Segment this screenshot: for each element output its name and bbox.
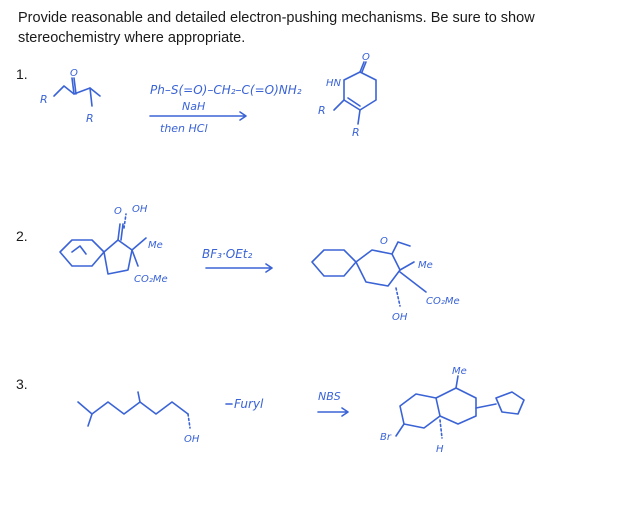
reagent-1-line-2: NaH: [182, 100, 205, 113]
problem-2-reagent: BF₃·OEt₂: [202, 247, 273, 273]
sm2-methyl: Me: [148, 240, 163, 251]
product-2-oxygen-1: O: [380, 236, 388, 247]
instructions-text: Provide reasonable and detailed electron…: [18, 10, 535, 46]
product-3-methyl: Me: [452, 366, 467, 377]
problem-3-number: 3.: [16, 376, 28, 392]
reagent-3-nbs: NBS: [318, 390, 341, 403]
problem-3-product: Me Br H: [380, 366, 525, 455]
problem-3-starting-material: OH: [77, 391, 200, 445]
problem-2-starting-material: O OH Me CO₂Me: [59, 204, 168, 285]
product-1-r-group-2: R: [352, 126, 360, 139]
product-3-bromine: Br: [380, 432, 392, 443]
reaction-arrow-3: [317, 407, 349, 417]
product-1-r-group-1: R: [318, 104, 326, 117]
reaction-arrow-1: [149, 111, 247, 121]
problem-1-product: O HN R R: [318, 52, 377, 139]
product-2-hydroxyl: OH: [392, 312, 408, 323]
reagent-1-line-1: Ph–S(=O)–CH₂–C(=O)NH₂: [150, 83, 302, 97]
problem-3-reagents: Furyl NBS: [225, 390, 349, 417]
problem-1-number: 1.: [16, 66, 28, 82]
reagent-1-line-3: then HCl: [160, 122, 208, 135]
sm1-r-group-2: R: [86, 112, 94, 125]
product-3-hydrogen: H: [436, 444, 444, 455]
sm1-r-group-1: R: [40, 93, 48, 106]
sm3-hydroxyl: OH: [184, 434, 200, 445]
reaction-arrow-2: [205, 263, 273, 273]
product-1-nh: HN: [326, 78, 342, 89]
reagent-2: BF₃·OEt₂: [202, 247, 252, 261]
product-1-oxygen: O: [362, 52, 370, 63]
sm1-oxygen: O: [70, 68, 78, 79]
sm2-oxygen: O: [114, 206, 122, 217]
sm2-hydroxyl: OH: [132, 204, 148, 215]
problem-1-starting-material: O R R: [40, 68, 101, 125]
problem-2-number: 2.: [16, 228, 28, 244]
sm2-ester: CO₂Me: [134, 274, 168, 285]
reagent-3-furyl: Furyl: [234, 397, 264, 411]
problem-1-reagent: Ph–S(=O)–CH₂–C(=O)NH₂ NaH then HCl: [149, 83, 302, 135]
problem-2-product: O Me CO₂Me OH: [311, 236, 460, 323]
product-2-ester: CO₂Me: [426, 296, 460, 307]
product-2-methyl: Me: [418, 260, 433, 271]
